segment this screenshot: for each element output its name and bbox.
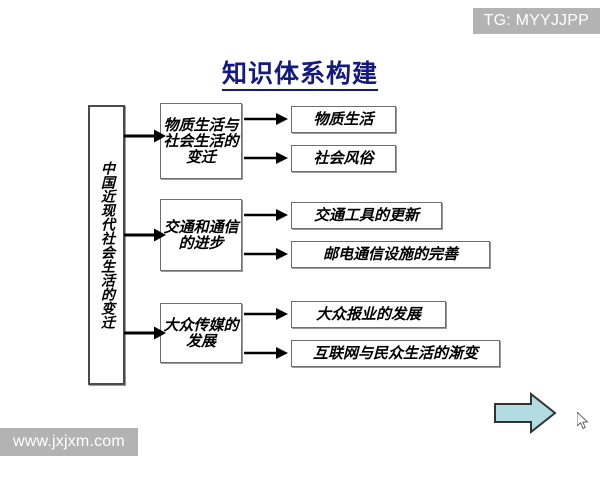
leaf-box-postal-facilities: 邮电通信设施的完善: [291, 241, 490, 268]
leaf-box-internet-life: 互联网与民众生活的渐变: [291, 340, 500, 367]
branch-box-mass-media: 大众传媒的发展: [160, 303, 242, 363]
connector-arrow-branch2-to-leaf2: [244, 248, 288, 260]
connector-arrow-branch3-to-leaf1: [244, 308, 288, 320]
connector-arrow-branch2-to-leaf1: [244, 209, 288, 221]
connector-arrow-branch3-to-leaf2: [244, 347, 288, 359]
page-title-text: 知识体系构建: [221, 59, 378, 91]
leaf-box-newspaper-industry: 大众报业的发展: [291, 301, 446, 328]
leaf-box-material-life: 物质生活: [291, 106, 396, 133]
watermark-bottom-left: www.jxjxm.com: [0, 428, 138, 456]
page-title: 知识体系构建: [0, 54, 600, 91]
branch-box-transport-communication: 交通和通信的进步: [160, 199, 242, 271]
leaf-box-transport-tools: 交通工具的更新: [291, 202, 442, 229]
connector-arrow-branch1-to-leaf1: [244, 113, 288, 125]
connector-arrow-root-to-branch-1: [124, 129, 166, 143]
connector-arrow-root-to-branch-2: [124, 228, 166, 242]
connector-arrow-root-to-branch-3: [124, 326, 166, 340]
next-arrow-icon[interactable]: [493, 392, 557, 434]
leaf-box-social-customs: 社会风俗: [291, 145, 396, 172]
connector-arrow-branch1-to-leaf2: [244, 152, 288, 164]
watermark-top-right: TG: MYYJJPP: [472, 8, 600, 34]
branch-box-material-life: 物质生活与社会生活的变迁: [160, 103, 242, 179]
root-concept-box: 中国近现代社会生活的变迁: [88, 105, 125, 385]
mouse-cursor-icon: [577, 412, 589, 430]
